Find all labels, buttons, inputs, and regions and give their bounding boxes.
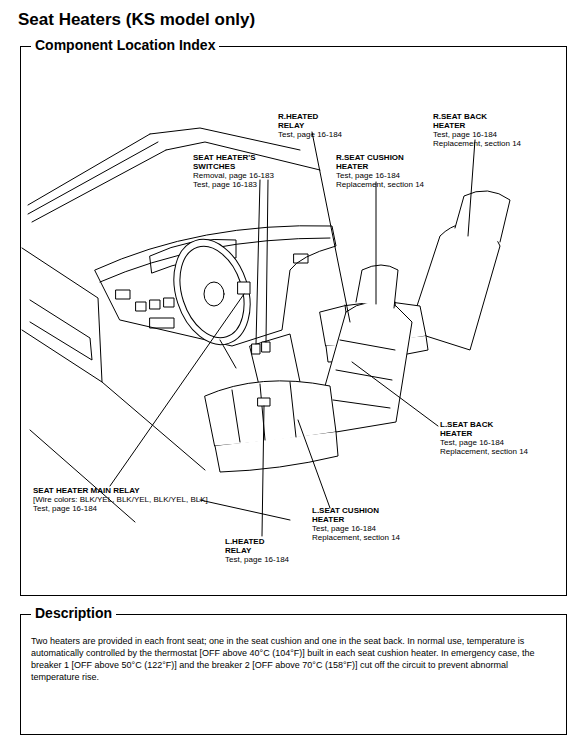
right-headrest bbox=[455, 191, 510, 242]
section-frame: DescriptionTwo heaters are provided in e… bbox=[20, 614, 567, 735]
part-name: SEAT HEATER'S SWITCHES bbox=[193, 153, 274, 171]
reference-note: [Wire colors: BLK/YEL, BLK/YEL, BLK/YEL,… bbox=[33, 495, 208, 504]
right-seat-back bbox=[415, 223, 500, 350]
part-name: L.SEAT BACK HEATER bbox=[440, 420, 502, 438]
left-seat-cushion-front bbox=[215, 432, 338, 472]
page-title: Seat Heaters (KS model only) bbox=[18, 10, 255, 30]
reference-note: Test, page 16-184 bbox=[225, 555, 289, 564]
steering-wheel-rim bbox=[169, 238, 255, 346]
switch-panel bbox=[150, 318, 174, 328]
part-name: SEAT HEATER MAIN RELAY bbox=[33, 486, 208, 495]
steering-wheel bbox=[161, 230, 263, 355]
air-vent bbox=[116, 290, 130, 299]
part-name: R.SEAT CUSHION HEATER bbox=[336, 153, 424, 171]
leader-line bbox=[352, 362, 438, 426]
windshield-edge bbox=[166, 142, 320, 170]
reference-note: Test, page 16-184 bbox=[433, 130, 521, 139]
reference-note: Replacement, section 14 bbox=[440, 447, 528, 456]
reference-note: Test, page 16-184 bbox=[312, 524, 400, 533]
leader-line bbox=[256, 180, 260, 344]
reference-note: Test, page 16-184 bbox=[336, 171, 424, 180]
part-name: L.SEAT CUSHION HEATER bbox=[312, 506, 392, 524]
part-name: R.HEATED RELAY bbox=[278, 112, 342, 130]
reference-note: Test, page 16-184 bbox=[440, 438, 528, 447]
leader-line bbox=[298, 420, 330, 508]
leader-line bbox=[376, 182, 377, 304]
air-vent bbox=[294, 254, 308, 263]
left-headrest bbox=[356, 265, 398, 308]
section-heading: Component Location Index bbox=[31, 37, 219, 53]
a-pillar bbox=[28, 142, 158, 214]
door-panel bbox=[22, 248, 102, 382]
door-pocket bbox=[30, 300, 92, 360]
reference-note: Test, page 16-183 bbox=[193, 180, 274, 189]
reference-note: Test, page 16-184 bbox=[33, 504, 208, 513]
part-name: L.HEATED RELAY bbox=[225, 537, 289, 555]
part-name: R.SEAT BACK HEATER bbox=[433, 112, 521, 130]
steering-hub bbox=[204, 282, 224, 306]
reference-note: Removal, page 16-183 bbox=[193, 171, 274, 180]
switch-panel bbox=[164, 298, 174, 307]
main-relay-symbol bbox=[238, 282, 250, 294]
reference-note: Replacement, section 14 bbox=[433, 139, 521, 148]
heater-switch-symbol bbox=[252, 344, 260, 354]
switch-panel bbox=[150, 300, 160, 309]
reference-note: Replacement, section 14 bbox=[312, 533, 400, 542]
leader-line bbox=[110, 294, 244, 486]
seat-rail bbox=[200, 500, 290, 520]
heater-switch-symbol bbox=[262, 342, 270, 352]
left-relay-symbol bbox=[258, 398, 270, 406]
left-seat-back bbox=[325, 302, 412, 432]
floor-line bbox=[102, 382, 205, 470]
leader-line bbox=[468, 140, 475, 236]
leader-line bbox=[262, 406, 264, 536]
description-text: Two heaters are provided in each front s… bbox=[31, 635, 556, 683]
seat-stripes bbox=[333, 340, 395, 408]
steering-column bbox=[220, 340, 236, 368]
reference-note: Test, page 16-184 bbox=[278, 130, 342, 139]
switch-panel bbox=[136, 302, 146, 311]
leader-line bbox=[266, 180, 268, 342]
section-heading: Description bbox=[31, 605, 116, 621]
a-pillar bbox=[32, 150, 166, 222]
a-pillar bbox=[28, 134, 150, 205]
reference-note: Replacement, section 14 bbox=[336, 180, 424, 189]
